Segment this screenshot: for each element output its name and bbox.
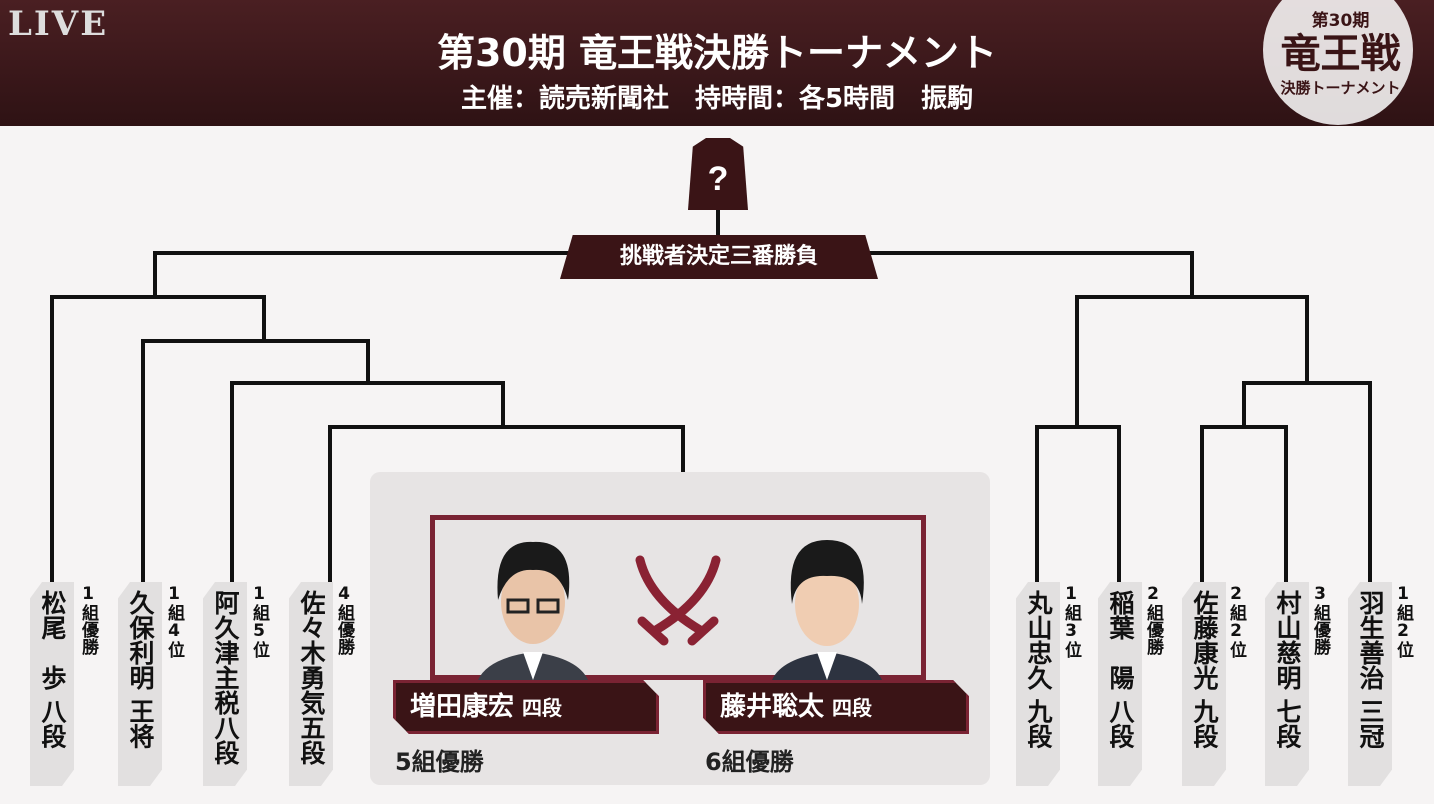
live-badge: LIVE <box>8 4 109 44</box>
header-banner: LIVE 第30期 竜王戦決勝トーナメント 主催：読売新聞社 持時間：各5時間 … <box>0 0 1434 126</box>
page-subtitle: 主催：読売新聞社 持時間：各5時間 振駒 <box>460 84 974 114</box>
player-group: 2組優勝 <box>1143 584 1163 655</box>
player-name: 阿久津主税八段 <box>203 582 247 786</box>
player-group: 1組5位 <box>249 584 269 658</box>
player-group: 1組優勝 <box>78 584 98 655</box>
player2-nameplate: 藤井聡太四段 <box>703 680 969 734</box>
player-group: 3組優勝 <box>1310 584 1330 655</box>
player-name: 佐々木勇気五段 <box>289 582 333 786</box>
logo-line1: 第30期 <box>1311 11 1370 31</box>
logo-line2: 竜王戦 <box>1280 31 1401 77</box>
player-group: 2組2位 <box>1226 584 1246 658</box>
player1-name: 増田康宏 <box>410 692 515 722</box>
player2-group: 6組優勝 <box>705 748 794 776</box>
player1-rank: 四段 <box>522 696 563 720</box>
player1-photo <box>478 541 588 680</box>
player-name: 羽生善治 三冠 <box>1348 582 1392 786</box>
logo-line3: 決勝トーナメント <box>1280 79 1401 97</box>
player2-name: 藤井聡太 <box>720 692 825 722</box>
player-group: 1組2位 <box>1393 584 1413 658</box>
player-group: 1組3位 <box>1061 584 1081 658</box>
final-match-label: 挑戦者決定三番勝負 <box>560 235 878 279</box>
crossed-swords-icon <box>635 555 721 646</box>
player-group: 1組4位 <box>164 584 184 658</box>
player-name: 稲葉 陽 八段 <box>1098 582 1142 786</box>
match-frame <box>430 515 926 680</box>
player1-group: 5組優勝 <box>395 748 484 776</box>
player-name: 村山慈明 七段 <box>1265 582 1309 786</box>
ryuo-logo: 第30期 竜王戦 決勝トーナメント <box>1253 0 1428 125</box>
winner-piece: ? <box>688 138 748 210</box>
player2-rank: 四段 <box>832 696 873 720</box>
player-name: 丸山忠久 九段 <box>1016 582 1060 786</box>
page-title: 第30期 竜王戦決勝トーナメント <box>436 31 998 75</box>
player-name: 佐藤康光 九段 <box>1182 582 1226 786</box>
player1-nameplate: 増田康宏四段 <box>393 680 659 734</box>
player-group: 4組優勝 <box>334 584 354 655</box>
player-name: 久保利明 王将 <box>118 582 162 786</box>
player-name: 松尾 歩 八段 <box>30 582 74 786</box>
player2-photo <box>772 540 882 680</box>
